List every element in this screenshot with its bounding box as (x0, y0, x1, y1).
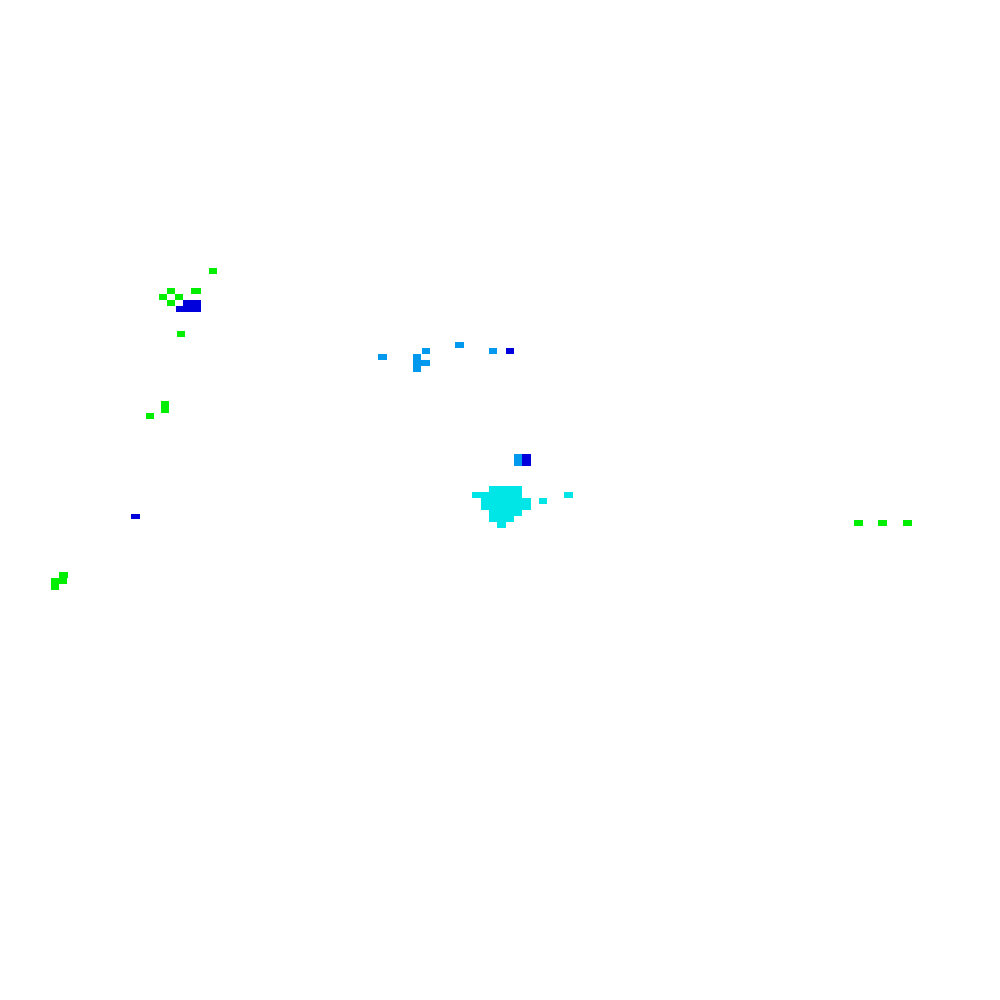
green-dots-right-pixel (903, 520, 912, 526)
cyan-blob-center-pixel (564, 492, 573, 498)
green-cluster-top-left-pixel (177, 331, 185, 337)
blue-cluster-top-left-pixel (176, 306, 201, 312)
cyan-blob-center-pixel (481, 492, 522, 498)
green-cluster-top-left-pixel (191, 288, 201, 294)
cyan-blob-center-pixel (489, 516, 514, 522)
green-dots-right-pixel (854, 520, 863, 526)
green-cluster-top-left (159, 268, 217, 337)
cyan-blob-center-pixel (539, 498, 547, 504)
cyan-blob-center (472, 486, 573, 528)
green-dots-right (854, 520, 912, 526)
sky-cluster-center-pixel (489, 348, 497, 354)
sky-blue-pair-center-pixel (514, 454, 522, 466)
sky-cluster-center-pixel (413, 366, 421, 372)
green-cluster-top-left-pixel (209, 268, 217, 274)
green-cluster-far-left (51, 572, 68, 590)
blue-square-center (522, 454, 531, 466)
green-cluster-top-left-pixel (167, 288, 175, 294)
green-cluster-left-pixel (161, 407, 169, 413)
blue-dot-left-pixel (131, 514, 140, 519)
green-cluster-top-left-pixel (175, 294, 183, 300)
cyan-blob-center-pixel (497, 522, 506, 528)
sky-cluster-center (378, 342, 497, 372)
green-cluster-left-pixel (161, 401, 169, 407)
blue-dot-center (506, 348, 514, 354)
green-cluster-far-left-pixel (51, 578, 67, 584)
cyan-blob-center-pixel (472, 492, 482, 498)
green-cluster-top-left-pixel (167, 300, 175, 306)
green-cluster-top-left-pixel (159, 294, 167, 300)
sky-blue-pair-center (514, 454, 522, 466)
blue-square-center-pixel (522, 454, 531, 466)
sky-cluster-center-pixel (413, 354, 421, 360)
green-cluster-left-pixel (146, 413, 154, 419)
cyan-blob-center-pixel (481, 498, 531, 504)
green-cluster-far-left-pixel (59, 572, 68, 578)
blue-cluster-top-left (176, 300, 201, 312)
sky-cluster-center-pixel (455, 342, 464, 348)
sky-cluster-center-pixel (422, 348, 430, 354)
cyan-blob-center-pixel (489, 486, 522, 492)
green-cluster-far-left-pixel (51, 584, 59, 590)
sky-cluster-center-pixel (378, 354, 387, 360)
green-cluster-left (146, 401, 169, 419)
blue-dot-left (131, 514, 140, 519)
cyan-blob-center-pixel (481, 504, 531, 510)
green-dots-right-pixel (878, 520, 887, 526)
sky-cluster-center-pixel (413, 360, 430, 366)
cyan-blob-center-pixel (489, 510, 522, 516)
blue-cluster-top-left-pixel (183, 300, 201, 306)
blue-dot-center-pixel (506, 348, 514, 354)
